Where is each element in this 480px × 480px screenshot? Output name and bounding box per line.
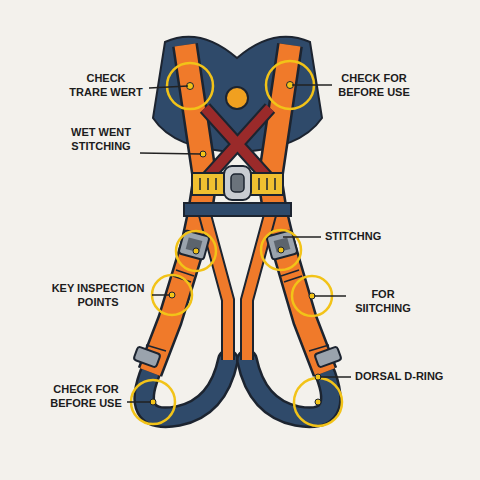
callout-label: STITCHNG — [325, 230, 381, 244]
callout-label: DORSAL D-RING — [355, 370, 443, 384]
callout-label: CHECK FOR BEFORE USE — [336, 72, 412, 100]
callout-label: CHECK FOR BEFORE USE — [48, 383, 124, 411]
callout-label: WET WENT STITCHING — [66, 126, 136, 154]
callout-label: FOR SIITCHING — [350, 288, 416, 316]
callout-label: KEY INSPECTION POINTS — [48, 282, 148, 310]
callout-label: CHECK TRARE WERT — [67, 72, 145, 100]
